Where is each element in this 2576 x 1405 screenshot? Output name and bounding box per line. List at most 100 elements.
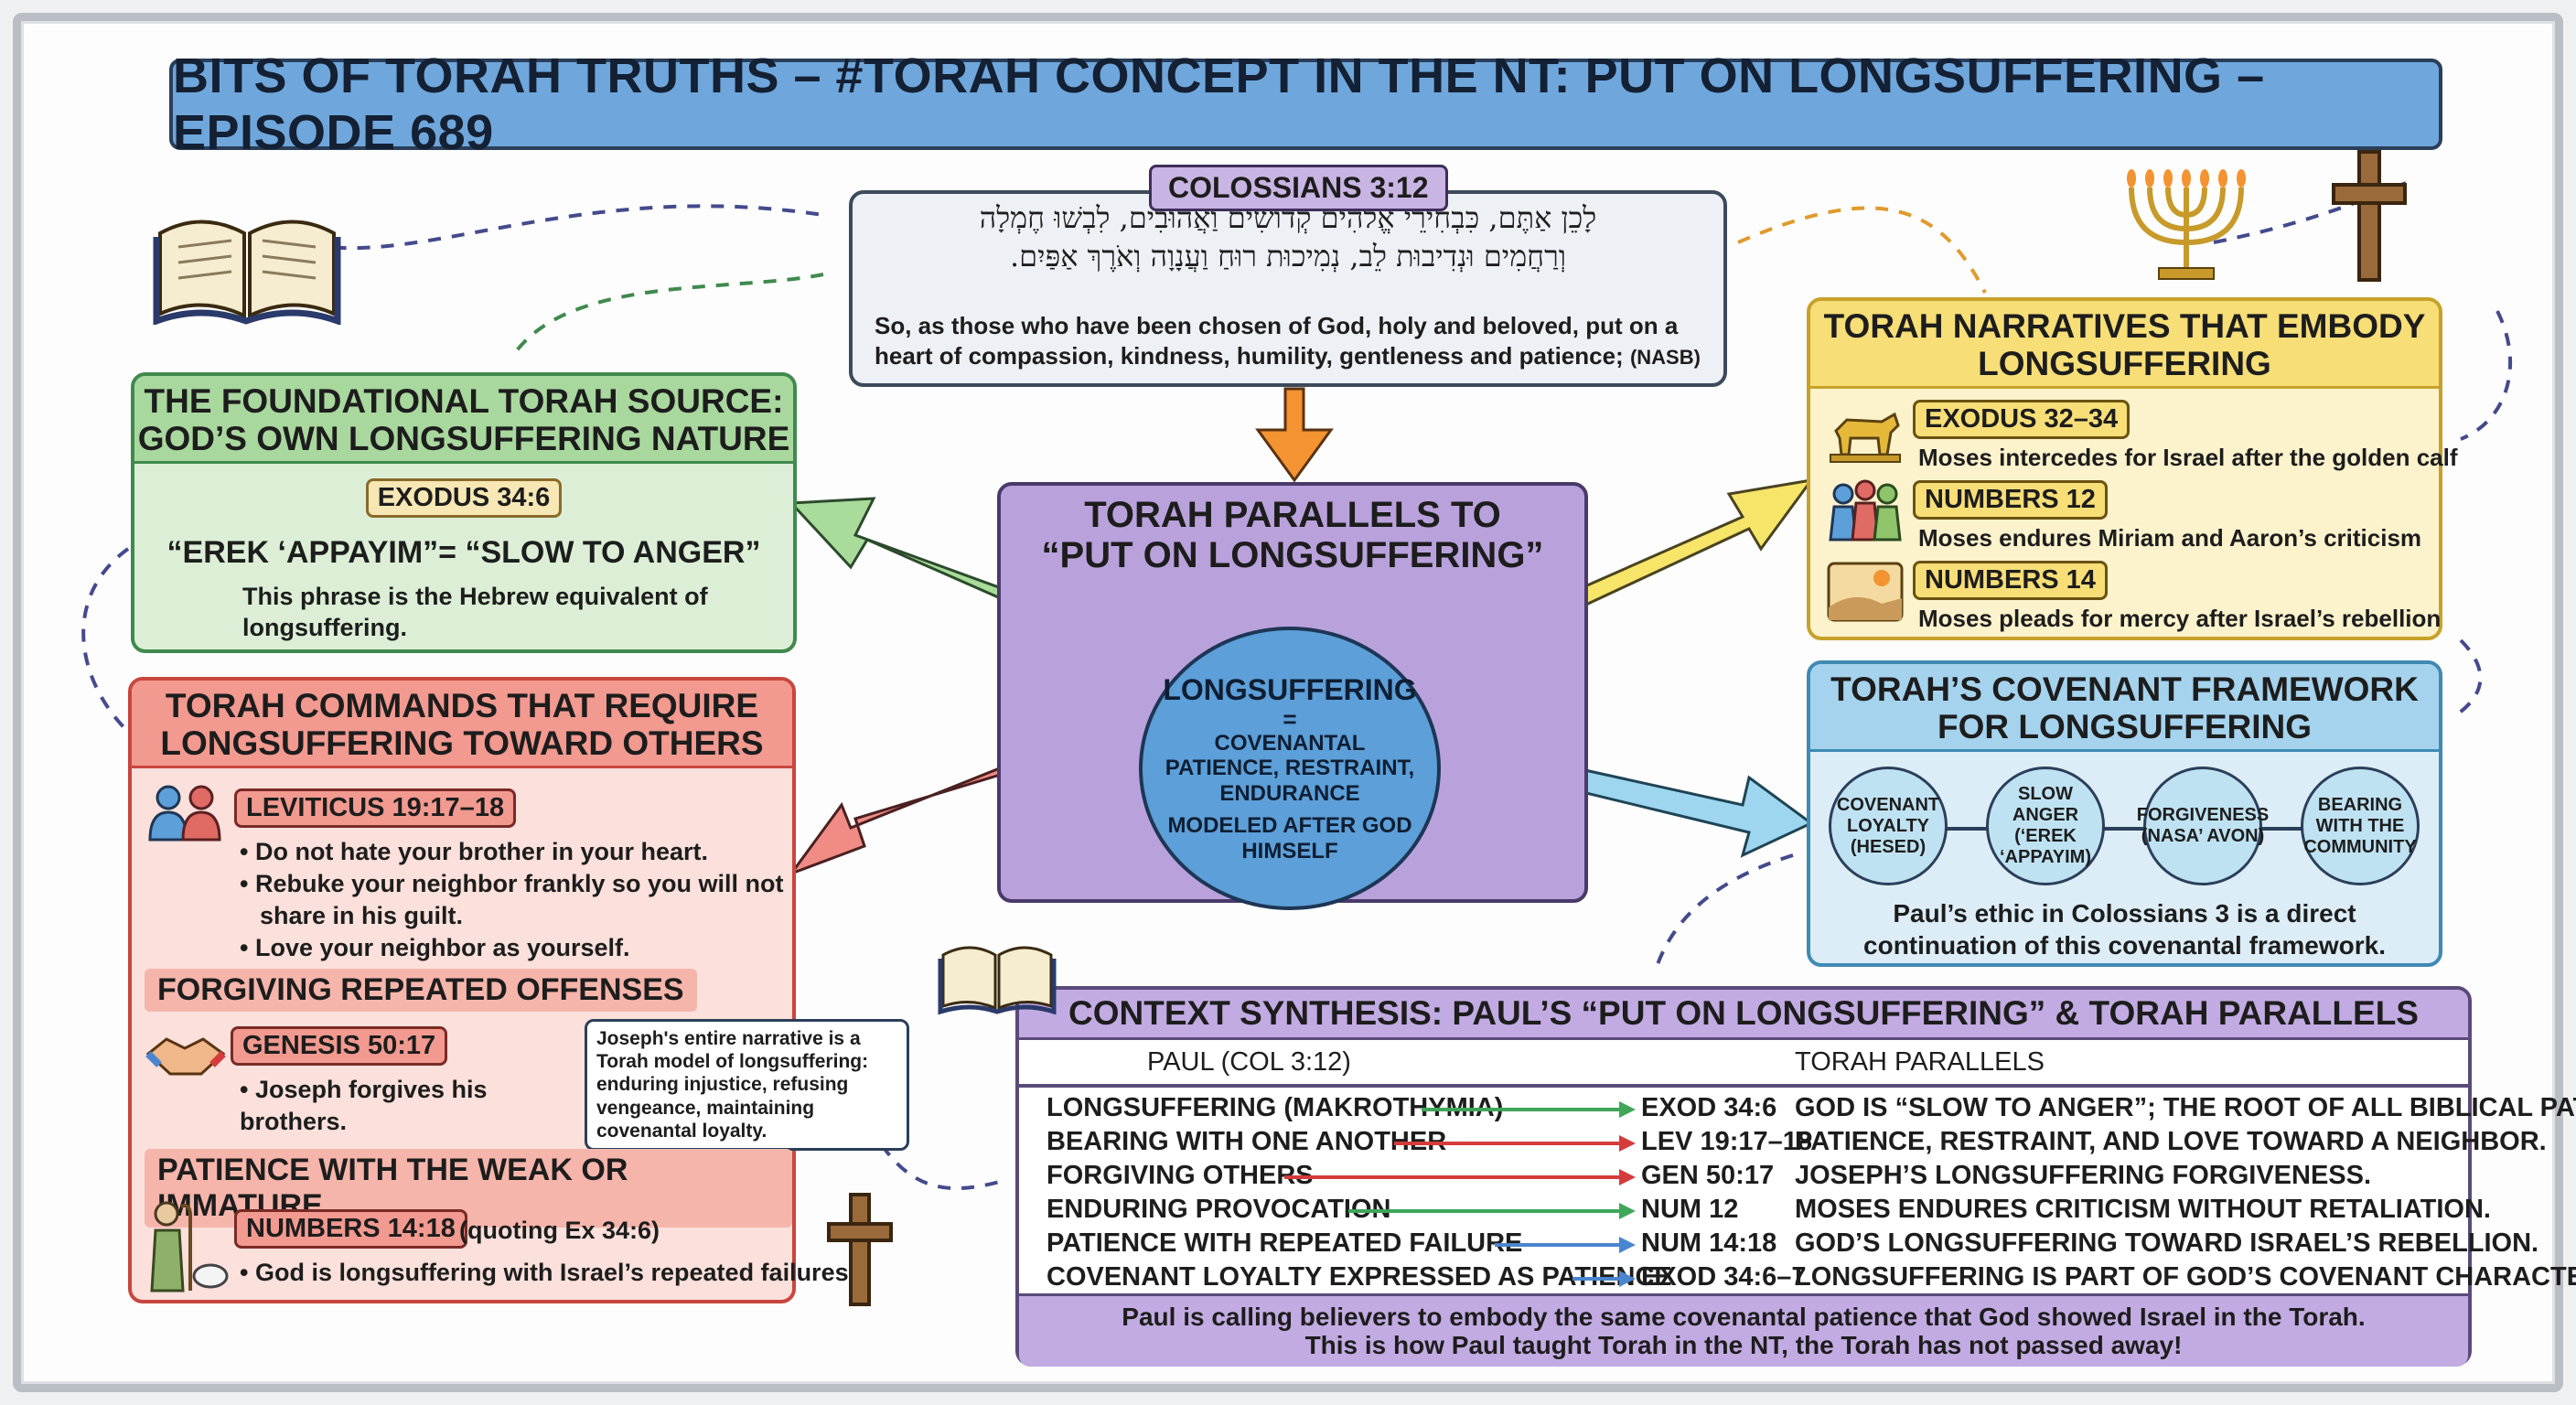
covenant-note-line2: continuation of this covenantal framewor… [1863,931,2386,960]
center-circle-line4: MODELED AFTER GOD HIMSELF [1167,813,1412,863]
synthesis-row-paul: COVENANT LOYALTY EXPRESSED AS PATIENCE [1046,1262,1672,1292]
people-icon [148,785,221,842]
patience-header: PATIENCE WITH THE WEAK OR IMMATURE [145,1149,792,1228]
center-circle: LONGSUFFERING = COVENANTAL PATIENCE, RES… [1139,627,1441,910]
center-title-line1: TORAH PARALLELS TO [1084,495,1501,535]
covenant-circle-1: COVENANT LOYALTY (HESED) [1829,767,1948,885]
lev-bullet-3: share in his guilt. [260,902,464,930]
synthesis-row-text: GOD’S LONGSUFFERING TOWARD ISRAEL’S REBE… [1795,1228,2539,1258]
synthesis-row-ref: GEN 50:17 [1641,1161,1775,1190]
commands-header-line1: TORAH COMMANDS THAT REQUIRE [165,687,759,724]
covenant-circle-4: BEARING WITH THE COMMUNITY [2301,767,2420,885]
synthesis-row-paul: PATIENCE WITH REPEATED FAILURE [1046,1228,1523,1258]
small-book-icon [938,946,1057,1015]
center-circle-line3: COVENANTAL PATIENCE, RESTRAINT, ENDURANC… [1165,730,1415,806]
num-ref-tag: NUMBERS 14:18 [234,1209,467,1249]
foundational-header-line1: THE FOUNDATIONAL TORAH SOURCE: [144,382,784,420]
gen-ref-tag: GENESIS 50:17 [231,1026,448,1066]
synthesis-col-torah: TORAH PARALLELS [1795,1047,2045,1077]
narratives-header-line1: TORAH NARRATIVES THAT EMBODY [1823,307,2426,345]
synthesis-row-arrow [1572,1271,1636,1287]
cross-icon [2332,150,2407,282]
center-circle-line2: = [1283,704,1297,733]
commands-header-line2: LONGSUFFERING TOWARD OTHERS [160,724,764,762]
foundational-box: THE FOUNDATIONAL TORAH SOURCE: GOD’S OWN… [131,372,797,653]
gen-bullet: • Joseph forgives his brothers. [240,1076,488,1136]
lev-bullet-1: • Do not hate your brother in your heart… [240,838,708,865]
synthesis-header: CONTEXT SYNTHESIS: PAUL’S “PUT ON LONGSU… [1019,990,2468,1040]
shepherd-icon [150,1201,229,1292]
narrative-1-text: Moses intercedes for Israel after the go… [1918,444,2458,471]
dashed-covenant-to-synthesis [1654,853,1794,971]
desert-scene-icon [1827,562,1904,622]
dashed-foundational-to-commands [81,547,130,734]
synthesis-row-paul: FORGIVING OTHERS [1046,1161,1314,1190]
foundational-ref-tag: EXODUS 34:6 [365,478,563,518]
synthesis-footer-line2: This is how Paul taught Torah in the NT,… [1304,1330,2183,1359]
dashed-colossians-to-narratives [1737,206,1987,294]
scroll-icon [565,476,620,531]
commands-box: TORAH COMMANDS THAT REQUIRE LONGSUFFERIN… [128,677,909,1303]
synthesis-row-ref: NUM 12 [1641,1195,1739,1224]
synthesis-footer-line1: Paul is calling believers to embody the … [1122,1303,2366,1331]
num-quote: (quoting Ex 34:6) [459,1217,660,1244]
dashed-colossians-to-foundational [510,273,824,359]
menorah-icon [2127,169,2246,280]
lev-bullet-2: • Rebuke your neighbor frankly so you wi… [240,870,784,898]
narratives-box: TORAH NARRATIVES THAT EMBODY LONGSUFFERI… [1807,297,2458,640]
synthesis-row-arrow [1348,1203,1636,1219]
dashed-narratives-right [2460,310,2512,441]
gen-note: Joseph's entire narrative is a Torah mod… [585,1019,909,1151]
synthesis-row-paul: ENDURING PROVOCATION [1046,1195,1391,1224]
narrative-3-text: Moses pleads for mercy after Israel’s re… [1918,605,2442,632]
narrative-2-ref: NUMBERS 12 [1913,480,2108,520]
synthesis-row-ref: EXOD 34:6–7 [1641,1262,1807,1292]
covenant-note-line1: Paul’s ethic in Colossians 3 is a direct [1893,899,2356,928]
covenant-chain [1874,827,2377,831]
synthesis-row-text: JOSEPH’S LONGSUFFERING FORGIVENESS. [1795,1161,2372,1190]
foundational-phrase: “EREK ‘APPAYIM”= “SLOW TO ANGER” [166,535,761,570]
open-book-icon [153,220,341,325]
synthesis-row-arrow [1422,1101,1636,1118]
synthesis-row-text: PATIENCE, RESTRAINT, AND LOVE TOWARD A N… [1795,1127,2547,1156]
synthesis-row-text: MOSES ENDURES CRITICISM WITHOUT RETALIAT… [1795,1195,2491,1224]
synthesis-row: ENDURING PROVOCATION NUM 12 MOSES ENDURES … [1019,1195,2491,1229]
synthesis-row: FORGIVING OTHERS GEN 50:17 JOSEPH’S LONGSU… [1019,1161,2468,1196]
colossians-english: So, as those who have been chosen of God… [875,312,1679,370]
covenant-box: TORAH’S COVENANT FRAMEWORK FOR LONGSUFFE… [1807,660,2442,967]
synthesis-row-arrow [1394,1135,1636,1152]
synthesis-row-ref: NUM 14:18 [1641,1228,1777,1258]
synthesis-row-paul: BEARING WITH ONE ANOTHER [1046,1127,1447,1156]
center-title-line2: “PUT ON LONGSUFFERING” [1041,535,1544,575]
dashed-cross-to-menorah [2213,181,2407,244]
dashed-book-to-colossians [264,204,824,251]
colossians-ref-tag: COLOSSIANS 3:12 [1149,165,1448,211]
foundational-desc: This phrase is the Hebrew equivalent of … [242,583,708,641]
center-circle-line1: LONGSUFFERING [1163,672,1417,706]
synthesis-row-text: LONGSUFFERING IS PART OF GOD’S COVENANT … [1795,1262,2576,1292]
num-bullet: • God is longsuffering with Israel’s rep… [240,1259,856,1286]
covenant-circle-3: FORGIVENESS (NASA’ AVON) [2137,767,2269,885]
synthesis-col-paul: PAUL (COL 3:12) [1147,1047,1351,1077]
synthesis-row-text: GOD IS “SLOW TO ANGER”; THE ROOT OF ALL … [1795,1093,2576,1122]
covenant-header-line2: FOR LONGSUFFERING [1937,707,2313,745]
covenant-circle-2: SLOW ANGER (‘EREK ‘APPAYIM) [1986,767,2105,885]
handshake-icon [145,1037,226,1076]
page-title: BITS OF TORAH TRUTHS – #TORAH CONCEPT IN… [169,48,2442,160]
golden-calf-icon [1830,412,1901,463]
colossians-hebrew-line2: וְרַחֲמִים וּנְדִיבוּת לֵב, נְמִיכוּת רו… [1009,238,1566,273]
group-icon [1829,479,1902,542]
forgiving-header: FORGIVING REPEATED OFFENSES [145,969,697,1012]
foundational-header-line2: GOD’S OWN LONGSUFFERING NATURE [137,419,790,457]
synthesis-row: PATIENCE WITH REPEATED FAILURE NUM 14:18 G… [1019,1228,2538,1263]
synthesis-row-arrow [1495,1237,1636,1253]
synthesis-box: CONTEXT SYNTHESIS: PAUL’S “PUT ON LONGSU… [1015,986,2576,1367]
narratives-header-line2: LONGSUFFERING [1978,344,2271,382]
lev-ref-tag: LEVITICUS 19:17–18 [234,788,517,828]
small-cross-icon [827,1193,893,1306]
lev-bullet-4: • Love your neighbor as yourself. [240,934,630,962]
synthesis-row-ref: LEV 19:17–18 [1641,1127,1813,1156]
